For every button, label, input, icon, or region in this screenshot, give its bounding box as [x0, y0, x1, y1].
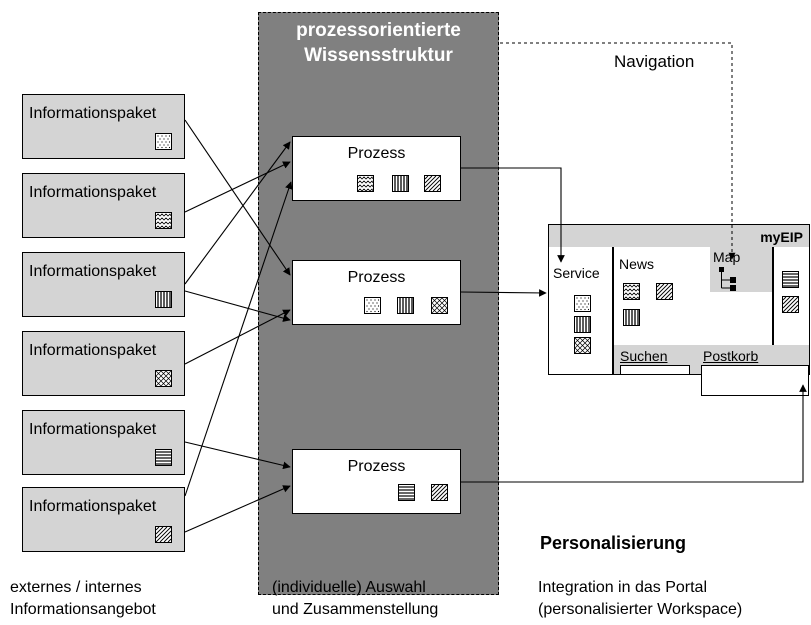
- information-package-label: Informationspaket: [29, 421, 157, 438]
- portal-window: myEIP Map Suchen Postkorb Service News: [548, 224, 810, 396]
- process-box-1: Prozess: [292, 136, 461, 201]
- caption-left-line1: externes / internes: [10, 579, 142, 596]
- connector-arrow: [461, 384, 807, 483]
- information-package-2: Informationspaket: [22, 173, 185, 238]
- caption-right-line1: Integration in das Portal: [538, 579, 707, 596]
- portal-title: myEIP: [760, 229, 803, 245]
- band-title-line1: prozessorientierte: [296, 20, 461, 41]
- sidebar-divider: [772, 247, 774, 345]
- information-package-label: Informationspaket: [29, 263, 157, 280]
- information-package-4: Informationspaket: [22, 331, 185, 396]
- connector-arrow: [184, 309, 291, 365]
- sitemap-tree-icon: [719, 267, 736, 291]
- information-package-label: Informationspaket: [29, 498, 157, 515]
- information-package-label: Informationspaket: [29, 184, 157, 201]
- information-package-6: Informationspaket: [22, 487, 185, 552]
- connector-arrow: [184, 119, 291, 276]
- information-package-5: Informationspaket: [22, 410, 185, 475]
- news-label: News: [619, 256, 655, 272]
- connector-arrow: [184, 485, 291, 533]
- caption-middle-line1: (individuelle) Auswahl: [272, 579, 426, 596]
- search-input[interactable]: [620, 365, 690, 375]
- process-box-2: Prozess: [292, 260, 461, 325]
- information-package-1: Informationspaket: [22, 94, 185, 159]
- caption-left-line2: Informationsangebot: [10, 601, 156, 618]
- information-package-3: Informationspaket: [22, 252, 185, 317]
- connector-arrow: [184, 181, 293, 497]
- connector-arrow: [184, 441, 291, 470]
- connector-arrow: [461, 167, 565, 263]
- caption-middle: (individuelle) Auswahl und Zusammenstell…: [272, 577, 438, 621]
- caption-middle-line2: und Zusammenstellung: [272, 601, 439, 618]
- navigation-label: Navigation: [614, 52, 695, 71]
- process-box-3: Prozess: [292, 449, 461, 514]
- personalization-label: Personalisierung: [540, 533, 687, 553]
- portal-header: [549, 225, 809, 247]
- information-package-label: Informationspaket: [29, 105, 157, 122]
- connector-arrow: [460, 289, 547, 297]
- process-label: Prozess: [347, 269, 406, 286]
- caption-right-line2: (personalisierter Workspace): [538, 601, 743, 618]
- caption-left: externes / internes Informationsangebot: [10, 577, 156, 621]
- process-label: Prozess: [347, 458, 406, 475]
- process-label: Prozess: [347, 145, 406, 162]
- band-title-line2: Wissensstruktur: [304, 45, 453, 66]
- band-title: prozessorientierte Wissensstruktur: [258, 18, 499, 68]
- search-label: Suchen: [620, 348, 668, 364]
- service-label: Service: [553, 265, 600, 281]
- navigation-arrow: [500, 42, 736, 260]
- mailbox-label: Postkorb: [703, 348, 759, 364]
- information-package-label: Informationspaket: [29, 342, 157, 359]
- service-column-divider: [612, 247, 614, 374]
- mailbox-field[interactable]: [701, 365, 809, 396]
- connector-arrow: [184, 290, 291, 322]
- connector-arrow: [184, 161, 291, 213]
- caption-right: Integration in das Portal (personalisier…: [538, 577, 742, 621]
- connector-arrow: [184, 141, 291, 285]
